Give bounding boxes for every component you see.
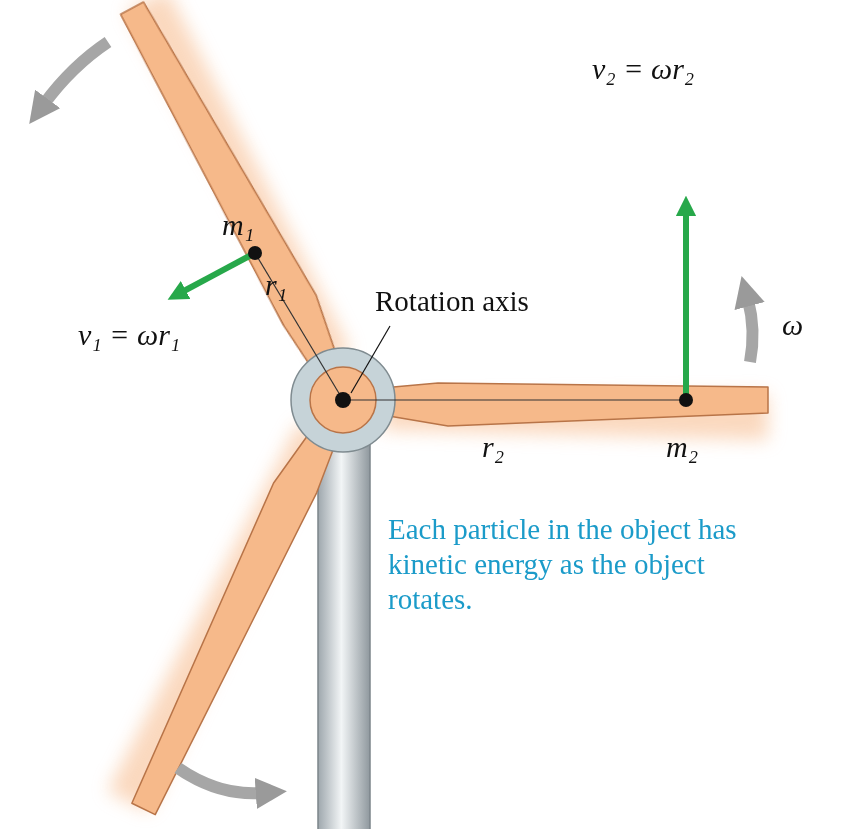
radius-line [255,253,343,400]
blades [117,0,768,816]
leader-line [351,326,390,393]
velocity-label: v₂ = ωr₂ [592,52,694,85]
velocity-arrow [683,212,689,400]
velocity-label: v₁ = ωr₁ [78,318,180,351]
particle-dot [248,246,262,260]
tower [318,420,370,829]
velocity-arrow [182,253,255,292]
caption-note: Each particle in the object has kinetic … [388,512,768,616]
angular-velocity-label: ω [782,308,803,341]
axis-dot [335,392,351,408]
particle-dot [679,393,693,407]
axis-label: Rotation axis [375,286,529,318]
radius-label: r₁ [265,268,287,301]
mass-label: m₂ [666,430,698,463]
radius-label: r₂ [482,430,504,463]
mass-label: m₁ [222,208,254,241]
rotation-arrows [44,42,753,793]
radius-line [343,399,686,400]
